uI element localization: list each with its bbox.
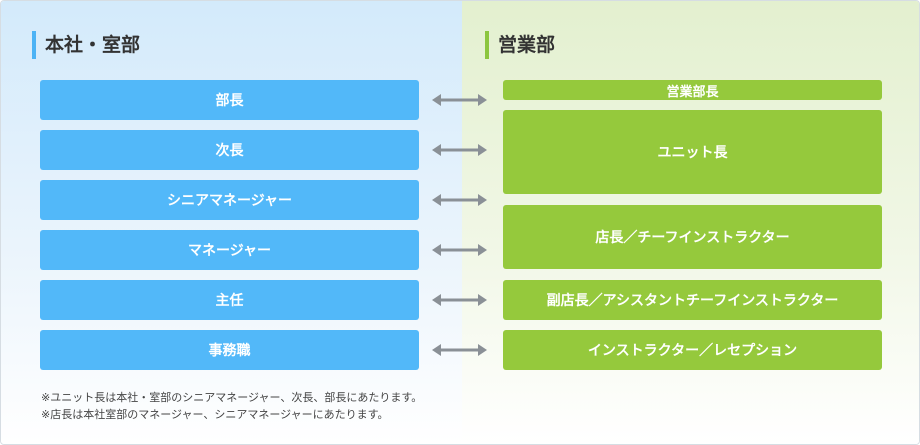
role-box-jicho: 次長 (40, 130, 419, 170)
role-box-store-manager: 店長／チーフインストラクター (503, 205, 882, 269)
double-arrow-icon (432, 344, 487, 356)
role-box-shunin: 主任 (40, 280, 419, 320)
double-arrow-icon (432, 194, 487, 206)
double-arrow-icon (432, 94, 487, 106)
role-box-bucho: 部長 (40, 80, 419, 120)
left-section-title: 本社・室部 (32, 31, 140, 59)
role-box-assistant-store-manager: 副店長／アシスタントチーフインストラクター (503, 280, 882, 320)
footnote-1: ※ユニット長は本社・室部のシニアマネージャー、次長、部長にあたります。 (41, 391, 423, 404)
double-arrow-icon (432, 244, 487, 256)
right-section-title: 営業部 (485, 31, 555, 59)
role-box-senior-manager: シニアマネージャー (40, 180, 419, 220)
double-arrow-icon (432, 144, 487, 156)
footnote-2: ※店長は本社室部のマネージャー、シニアマネージャーにあたります。 (41, 408, 389, 421)
role-box-instructor: インストラクター／レセプション (503, 330, 882, 370)
double-arrow-icon (432, 294, 487, 306)
role-box-eigyo-bucho: 営業部長 (503, 80, 882, 100)
left-panel (1, 1, 462, 444)
role-box-manager: マネージャー (40, 230, 419, 270)
role-box-unit-leader: ユニット長 (503, 110, 882, 194)
role-box-jimushoku: 事務職 (40, 330, 419, 370)
